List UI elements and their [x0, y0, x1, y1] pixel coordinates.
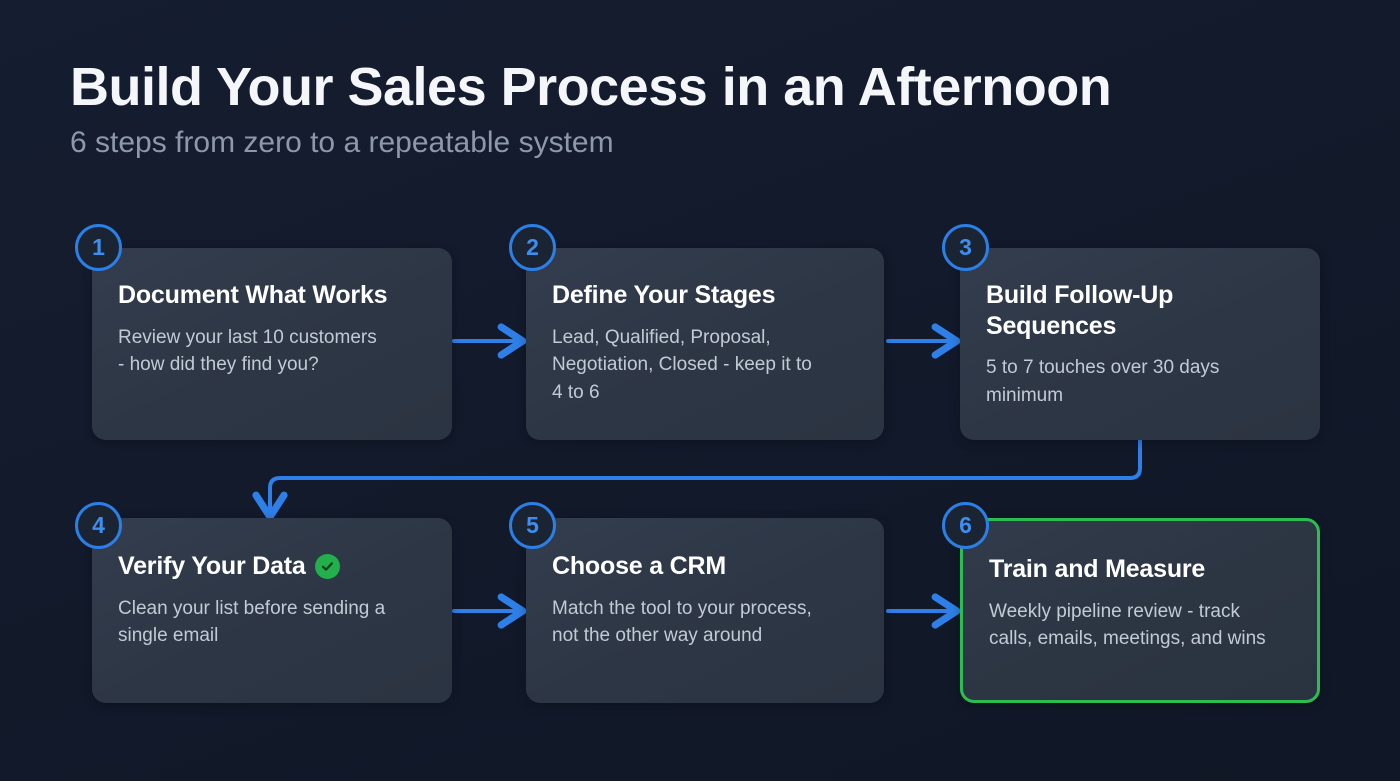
arrow-step3-to-step4 — [252, 439, 1142, 521]
step-card-5-title-text: Choose a CRM — [552, 552, 727, 580]
step-badge-2: 2 — [509, 224, 556, 271]
step-badge-6: 6 — [942, 502, 989, 549]
step-card-6-title-text: Train and Measure — [989, 555, 1206, 583]
header: Build Your Sales Process in an Afternoon… — [70, 58, 1330, 161]
step-badge-4: 4 — [75, 502, 122, 549]
step-card-6-body: Train and Measure Weekly pipeline review… — [963, 521, 1317, 653]
step-card-2-title-text: Define Your Stages — [552, 281, 776, 309]
step-card-2-title: Define Your Stages — [552, 280, 858, 311]
step-card-2-body: Define Your Stages Lead, Qualified, Prop… — [526, 248, 884, 407]
step-card-5-body: Choose a CRM Match the tool to your proc… — [526, 518, 884, 650]
page-title: Build Your Sales Process in an Afternoon — [70, 57, 1112, 117]
step-card-6[interactable]: Train and Measure Weekly pipeline review… — [960, 518, 1320, 703]
step-card-4-description: Clean your list before sending a single … — [118, 597, 386, 647]
page-subtitle: 6 steps from zero to a repeatable system — [70, 126, 614, 160]
step-card-4[interactable]: Verify Your Data Clean your list before … — [92, 518, 452, 703]
step-badge-1: 1 — [75, 224, 122, 271]
step-card-3-title-text: Build Follow-Up Sequences — [986, 281, 1174, 340]
step-card-4-title-text: Verify Your Data — [118, 552, 306, 580]
step-card-3[interactable]: Build Follow-Up Sequences 5 to 7 touches… — [960, 248, 1320, 440]
step-card-6-title: Train and Measure — [989, 554, 1291, 585]
step-card-2-description: Lead, Qualified, Proposal, Negotiation, … — [552, 326, 812, 403]
step-card-5-description: Match the tool to your process, not the … — [552, 597, 812, 647]
step-card-4-body: Verify Your Data Clean your list before … — [92, 518, 452, 650]
step-badge-5: 5 — [509, 502, 556, 549]
step-card-1-title-text: Document What Works — [118, 281, 388, 309]
step-card-1[interactable]: Document What Works Review your last 10 … — [92, 248, 452, 440]
step-card-3-title: Build Follow-Up Sequences — [986, 280, 1294, 341]
step-card-1-description: Review your last 10 customers - how did … — [118, 326, 377, 376]
step-card-5-title: Choose a CRM — [552, 551, 858, 582]
step-card-6-description: Weekly pipeline review - track calls, em… — [989, 600, 1266, 650]
step-card-1-title: Document What Works — [118, 280, 426, 311]
step-card-3-description: 5 to 7 touches over 30 days minimum — [986, 357, 1220, 406]
step-badge-3: 3 — [942, 224, 989, 271]
step-card-3-body: Build Follow-Up Sequences 5 to 7 touches… — [960, 248, 1320, 409]
step-card-2[interactable]: Define Your Stages Lead, Qualified, Prop… — [526, 248, 884, 440]
check-circle-icon — [314, 553, 340, 579]
step-card-1-body: Document What Works Review your last 10 … — [92, 248, 452, 379]
step-card-5[interactable]: Choose a CRM Match the tool to your proc… — [526, 518, 884, 703]
step-card-4-title: Verify Your Data — [118, 551, 426, 582]
